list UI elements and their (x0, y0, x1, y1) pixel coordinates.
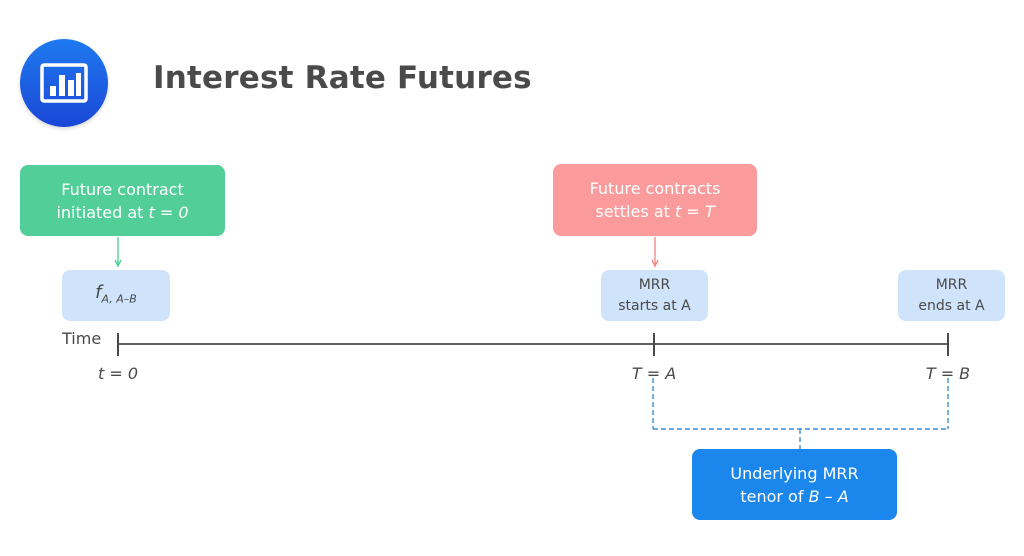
tick-label-ta: T = A (631, 364, 677, 383)
tick-label-tb: T = B (925, 364, 971, 383)
tick-label-t0: t = 0 (97, 364, 139, 383)
mrr-start-box: MRR starts at A (601, 270, 708, 321)
tenor-bracket (652, 378, 949, 449)
tenor-line1: Underlying MRR (730, 463, 859, 483)
bar-chart-icon (40, 63, 88, 103)
event-settles-box: Future contracts settles at t = T (553, 164, 757, 236)
forward-rate-symbol: fA, A–B (95, 281, 137, 306)
event-initiated-box: Future contract initiated at t = 0 (20, 165, 225, 236)
logo-badge (20, 39, 108, 127)
event-settles-line2: settles at t = T (595, 202, 715, 221)
event-initiated-line2: initiated at t = 0 (56, 202, 189, 222)
mrr-end-box: MRR ends at A (898, 270, 1005, 321)
timeline-axis (117, 333, 949, 356)
event-settles-line1: Future contracts (589, 179, 721, 198)
mrr-end-line2: ends at A (918, 297, 985, 314)
tenor-line2: tenor of B – A (740, 486, 849, 506)
page-title: Interest Rate Futures (153, 60, 532, 96)
initiated-arrow (114, 237, 122, 268)
time-axis-label: Time (62, 329, 102, 348)
mrr-start-line1: MRR (638, 276, 671, 293)
event-initiated-line1: Future contract (61, 179, 184, 199)
mrr-end-line1: MRR (935, 276, 968, 293)
settles-arrow (651, 237, 659, 268)
tenor-box: Underlying MRR tenor of B – A (692, 449, 897, 520)
forward-rate-box: fA, A–B (62, 270, 170, 321)
mrr-start-line2: starts at A (618, 297, 691, 314)
